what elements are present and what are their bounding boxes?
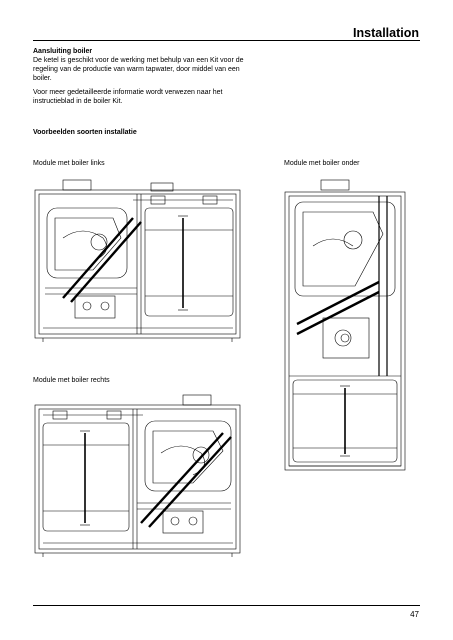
page-header-title: Installation bbox=[353, 26, 419, 40]
page-number: 47 bbox=[410, 610, 419, 619]
header-rule bbox=[33, 40, 420, 41]
examples-heading: Voorbeelden soorten installatie bbox=[33, 129, 137, 136]
intro-paragraph: De ketel is geschikt voor de werking met… bbox=[33, 57, 244, 82]
drawing-module-boiler-below bbox=[284, 179, 406, 471]
caption-boiler-below: Module met boiler onder bbox=[284, 160, 360, 167]
caption-boiler-right: Module met boiler rechts bbox=[33, 377, 110, 384]
section-heading: Aansluiting boiler bbox=[33, 48, 93, 55]
reference-paragraph: Voor meer gedetailleerde informatie word… bbox=[33, 89, 223, 105]
drawing-module-boiler-left bbox=[34, 179, 241, 342]
drawing-module-boiler-right bbox=[34, 394, 241, 557]
caption-boiler-left: Module met boiler links bbox=[33, 160, 105, 167]
footer-rule bbox=[33, 605, 420, 606]
